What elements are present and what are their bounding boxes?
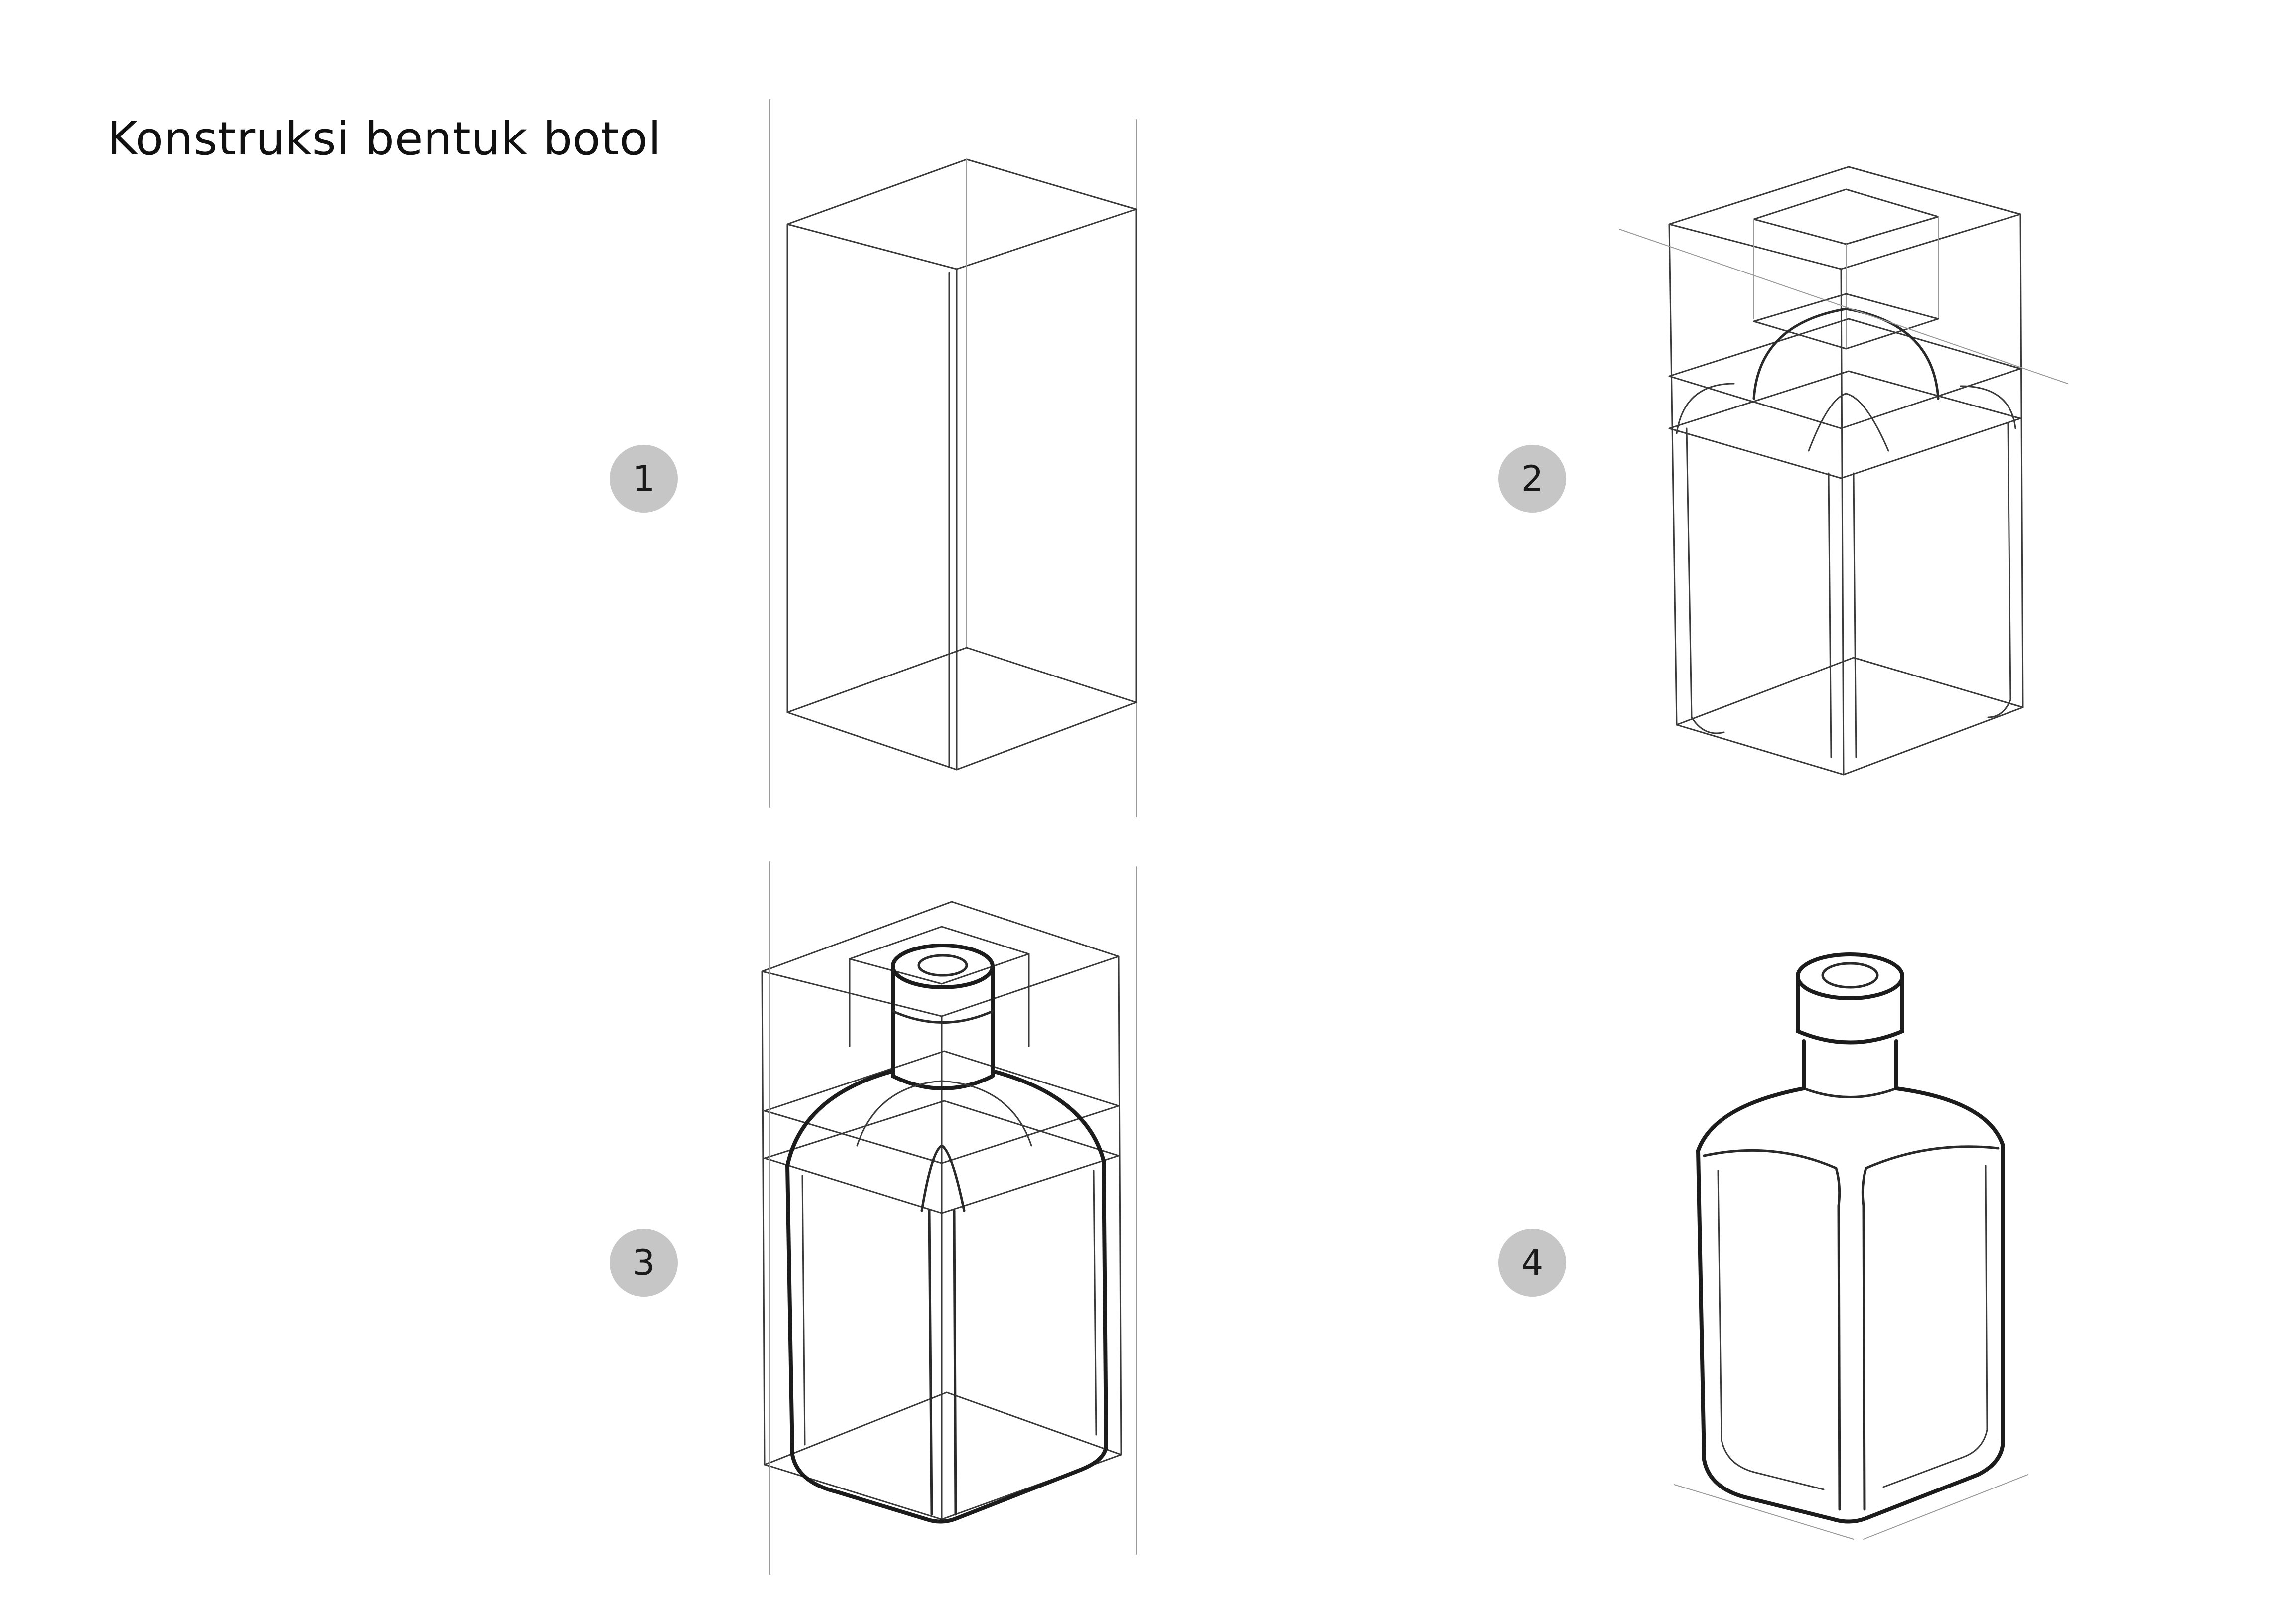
box-construction-sketch-icon <box>770 100 1136 817</box>
bottle-outline-over-guides-sketch-icon <box>762 862 1136 1574</box>
bottle-construction-guides-sketch-icon <box>1619 167 2068 775</box>
finished-bottle-sketch-icon <box>1674 954 2028 1539</box>
